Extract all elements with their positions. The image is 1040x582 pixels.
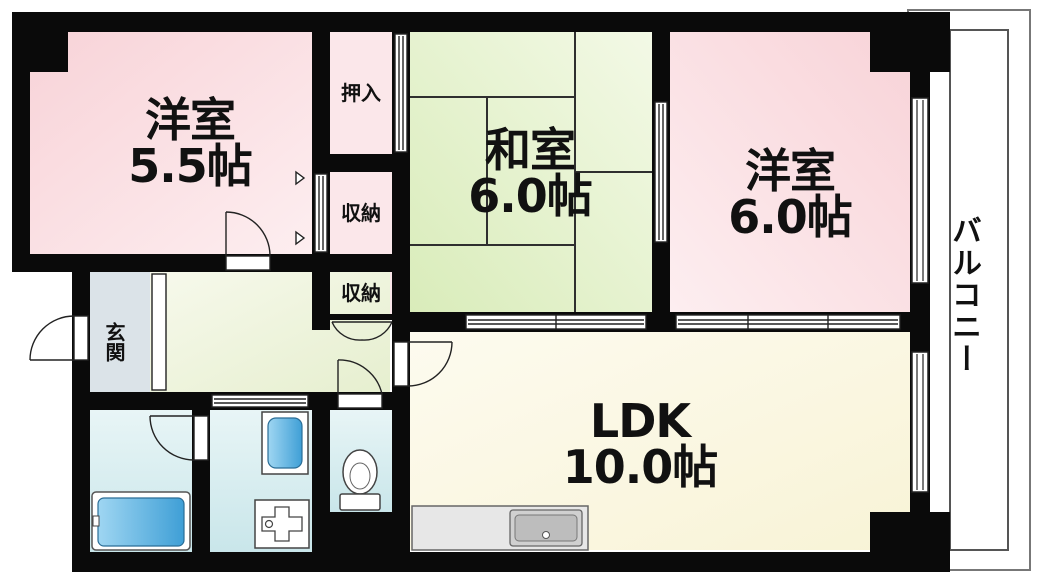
western-room-2-size: 6.0帖 xyxy=(728,190,853,244)
kitchen-counter xyxy=(411,505,589,551)
hallway-floor xyxy=(150,272,390,392)
japanese-room-size: 6.0帖 xyxy=(468,169,593,223)
ldk-size: 10.0帖 xyxy=(562,440,719,494)
storage-2-label: 収納 xyxy=(341,281,381,305)
sliding-doors xyxy=(151,33,901,408)
japanese-room-label: 和室 6.0帖 xyxy=(450,127,610,219)
oshiire-floor xyxy=(330,32,392,154)
western-room-1-floor xyxy=(30,32,312,254)
western-room-1-name: 洋室 xyxy=(145,93,236,147)
balcony-label: バルコニー xyxy=(946,215,981,375)
ldk-name: LDK xyxy=(589,394,691,448)
tatami-lines xyxy=(410,32,652,312)
western-room-2-floor xyxy=(670,32,910,312)
western-room-2-name: 洋室 xyxy=(745,144,836,198)
japanese-room-name: 和室 xyxy=(485,123,576,177)
storage-1-label: 収納 xyxy=(341,201,381,225)
bathtub xyxy=(91,491,191,551)
washing-machine-pan xyxy=(254,499,310,549)
western-room-1-label: 洋室 5.5帖 xyxy=(110,97,270,189)
western-room-1-size: 5.5帖 xyxy=(128,139,253,193)
washbasin xyxy=(261,411,309,475)
storage-1-floor xyxy=(330,172,392,254)
entrance-floor xyxy=(90,272,150,392)
western-room-2-label: 洋室 6.0帖 xyxy=(710,148,870,240)
swing-doors xyxy=(29,170,453,461)
ldk-label: LDK 10.0帖 xyxy=(545,398,735,490)
oshiire-label: 押入 xyxy=(341,81,381,105)
toilet xyxy=(339,449,381,511)
entrance-label: 玄関 xyxy=(102,322,126,362)
windows xyxy=(911,97,929,493)
